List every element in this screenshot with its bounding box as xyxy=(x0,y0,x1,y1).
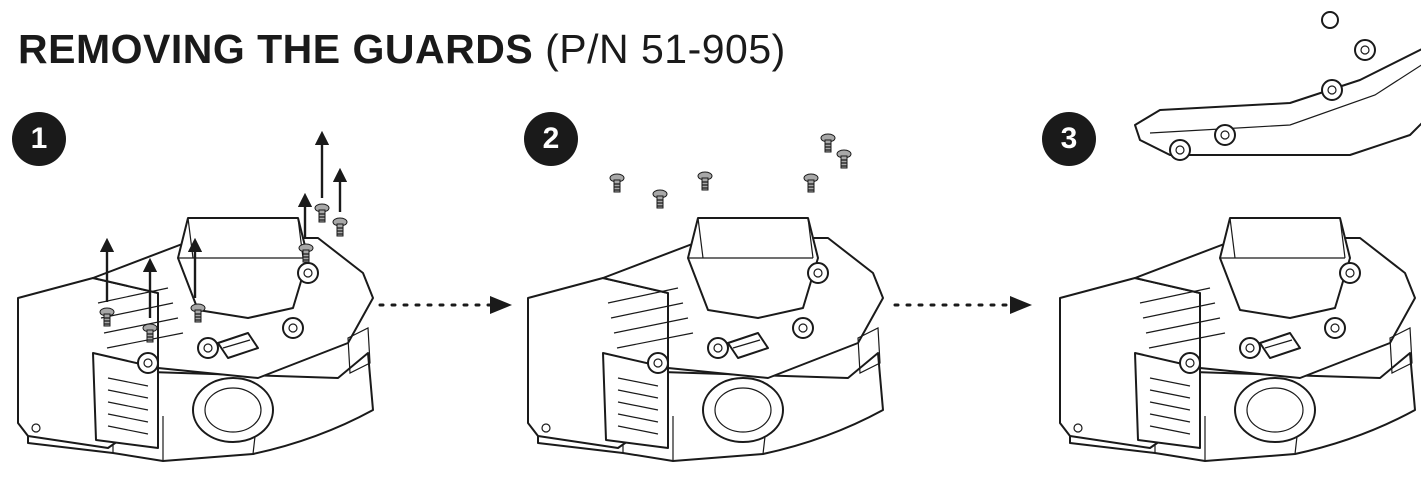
step-3-device xyxy=(1059,217,1416,462)
step-3-badge: 3 xyxy=(1042,112,1096,166)
page-title: REMOVING THE GUARDS (P/N 51-905) xyxy=(18,24,786,74)
title-main: REMOVING THE GUARDS xyxy=(18,26,534,72)
step-2-badge: 2 xyxy=(524,112,578,166)
arrow-up-icon xyxy=(99,130,348,318)
dotted-arrow-right-icon xyxy=(378,296,512,314)
step-1-badge: 1 xyxy=(12,112,66,166)
step-2-device xyxy=(527,217,884,462)
dotted-arrow-right-icon xyxy=(893,296,1032,314)
title-part-number: (P/N 51-905) xyxy=(545,26,786,72)
guard-part-icon xyxy=(1134,11,1421,161)
step-2-loose-screws xyxy=(609,133,852,209)
